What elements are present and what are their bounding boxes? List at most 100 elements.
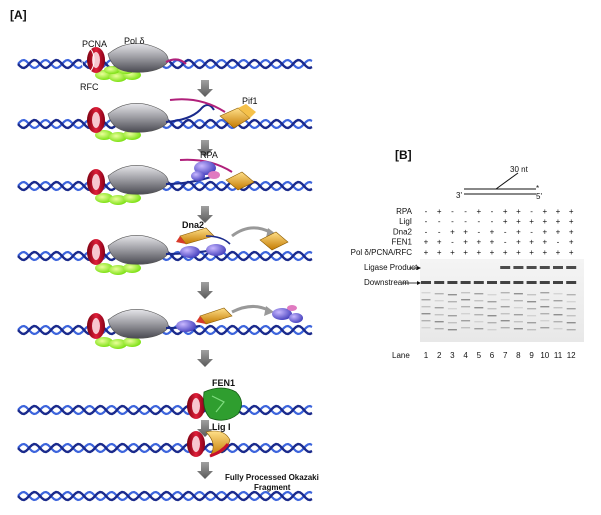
condition-cell: + (569, 217, 574, 226)
condition-cell: + (490, 248, 495, 257)
band-cleavage (461, 299, 471, 301)
condition-cell: - (438, 227, 441, 236)
condition-cell: + (516, 227, 521, 236)
condition-cell: - (425, 227, 428, 236)
band-downstream (487, 281, 497, 284)
band-cleavage (566, 301, 576, 303)
panel-a-label: [A] (10, 8, 27, 22)
condition-cell: + (516, 248, 521, 257)
band-cleavage (487, 329, 497, 331)
condition-cell: + (450, 227, 455, 236)
condition-cell: + (450, 248, 455, 257)
label-pcna: PCNA (82, 39, 107, 49)
step-1-complex (81, 43, 187, 82)
condition-cell: + (503, 207, 508, 216)
band-cleavage (461, 313, 471, 315)
step-6-fen1 (187, 387, 242, 421)
band-cleavage (461, 320, 471, 322)
condition-cell: + (529, 217, 534, 226)
band-cleavage (540, 320, 550, 322)
band-cleavage (513, 321, 523, 323)
band-downstream (513, 281, 524, 284)
label-rfc: RFC (80, 82, 99, 92)
band-downstream (421, 281, 431, 284)
condition-cell: + (569, 207, 574, 216)
lane-number: 5 (477, 351, 482, 360)
band-cleavage (513, 314, 523, 316)
band-downstream (434, 281, 445, 284)
band-ligase-product (526, 266, 537, 269)
band-cleavage (447, 308, 457, 310)
band-ligase-product (539, 266, 550, 269)
condition-cell: - (425, 207, 428, 216)
condition-cell: + (516, 207, 521, 216)
released-rpa-flap (272, 305, 303, 323)
condition-cell: + (437, 207, 442, 216)
band-ligase-product (513, 266, 524, 269)
band-cleavage (474, 293, 484, 295)
band-cleavage (474, 321, 484, 323)
label-pol-delta: Pol δ (124, 36, 145, 46)
rpa-complex (191, 161, 220, 181)
band-cleavage (487, 308, 497, 310)
condition-cell: - (530, 207, 533, 216)
band-cleavage (566, 322, 576, 324)
label-dna2: Dna2 (182, 220, 204, 230)
condition-cell: + (424, 238, 429, 247)
step-3-complex (87, 158, 255, 205)
band-cleavage (553, 321, 563, 323)
step-5-complex (87, 305, 303, 349)
band-cleavage (421, 292, 431, 294)
lane-number: 12 (567, 351, 576, 360)
condition-cell: + (542, 217, 547, 226)
band-label-downstream: Downstream (364, 278, 409, 287)
condition-cell: - (477, 217, 480, 226)
condition-cell: + (503, 217, 508, 226)
band-cleavage (421, 313, 431, 315)
band-cleavage (447, 294, 457, 296)
condition-cell: + (569, 238, 574, 247)
band-downstream (539, 281, 550, 284)
band-cleavage (527, 329, 537, 331)
band-cleavage (540, 327, 550, 329)
band-cleavage (513, 293, 523, 295)
substrate-nt-label: 30 nt (510, 165, 529, 174)
condition-cell: + (476, 238, 481, 247)
band-cleavage (487, 294, 497, 296)
lane-number: 7 (503, 351, 508, 360)
band-cleavage (434, 314, 444, 316)
final-product-line1: Fully Processed Okazaki (225, 473, 319, 482)
condition-cell: - (425, 217, 428, 226)
condition-cell: + (437, 238, 442, 247)
condition-cell: + (542, 207, 547, 216)
band-cleavage (527, 308, 537, 310)
dna-helix (17, 442, 313, 454)
step-7-ligase (187, 430, 231, 458)
lane-number: 3 (450, 351, 455, 360)
band-downstream (526, 281, 537, 284)
substrate-star: * (536, 184, 539, 193)
condition-cell: + (569, 227, 574, 236)
band-downstream (500, 281, 511, 284)
band-cleavage (461, 306, 471, 308)
condition-cell: + (463, 227, 468, 236)
substrate-diagram: 30 nt * 3' 5' (456, 165, 542, 201)
band-cleavage (447, 329, 457, 331)
condition-cell: - (504, 227, 507, 236)
band-cleavage (553, 314, 563, 316)
band-cleavage (447, 322, 457, 324)
condition-cell: + (503, 248, 508, 257)
condition-cell: - (451, 238, 454, 247)
condition-cell: + (556, 207, 561, 216)
condition-cell: + (516, 217, 521, 226)
band-cleavage (527, 301, 537, 303)
step-4-complex (87, 226, 289, 275)
condition-cell: - (557, 238, 560, 247)
released-pif1 (259, 231, 289, 251)
band-ligase-product (553, 266, 563, 269)
condition-cell: + (542, 248, 547, 257)
condition-cell: - (477, 227, 480, 236)
lane-number: 8 (516, 351, 521, 360)
band-cleavage (500, 320, 510, 322)
